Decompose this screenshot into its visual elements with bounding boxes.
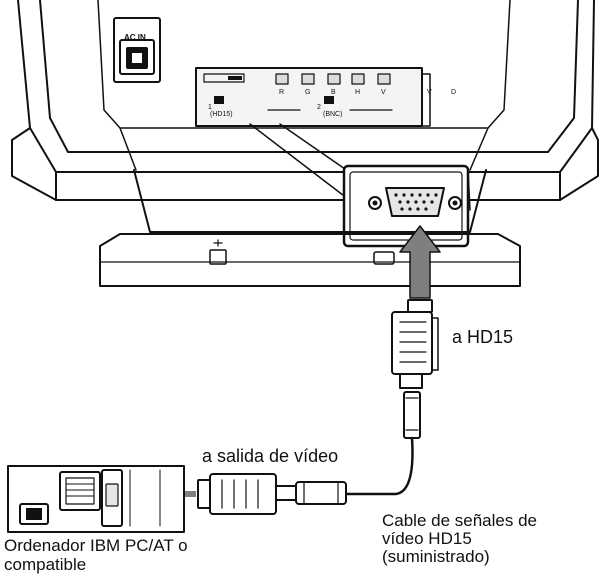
- ac-in-label: AC IN: [124, 33, 146, 42]
- hd15-label: a HD15: [452, 327, 514, 347]
- port-label-g: G: [305, 89, 311, 96]
- ac-in-socket: [113, 17, 161, 83]
- video-output-label: a salida de vídeo: [202, 446, 339, 466]
- port-label-b: B: [331, 89, 336, 96]
- monitor-stand: [99, 169, 521, 287]
- hd15-plug-monitor: [391, 299, 439, 439]
- cable-label-line1: Cable de señales de: [382, 511, 538, 530]
- input1-sub-label: (HD15): [210, 111, 233, 118]
- computer-label-line1: Ordenador IBM PC/AT o: [4, 536, 188, 555]
- monitor-rear: [11, 0, 599, 201]
- computer-label: Ordenador IBM PC/AT o compatible: [4, 536, 264, 574]
- hd15-plug-computer: [197, 473, 347, 515]
- cable-label-line2: vídeo HD15: [382, 529, 472, 548]
- computer-label-line2: compatible: [4, 555, 87, 574]
- up-arrow-to-monitor: [399, 225, 441, 299]
- input1-label: 1: [208, 104, 212, 111]
- input2-label: 2: [317, 104, 321, 111]
- port-label-v: V: [381, 89, 386, 96]
- hd15-cable: [344, 436, 414, 496]
- computer-case: [7, 465, 185, 533]
- port-label-h: H: [355, 89, 361, 96]
- port-label-d: D: [451, 89, 457, 96]
- port-label-v2: V: [427, 89, 432, 96]
- connector-panel: [195, 67, 431, 127]
- input2-sub-label: (BNC): [323, 111, 343, 118]
- port-label-r: R: [279, 89, 285, 96]
- cable-label: Cable de señales de vídeo HD15 (suminist…: [382, 512, 602, 566]
- cable-label-line3: (suministrado): [382, 547, 490, 566]
